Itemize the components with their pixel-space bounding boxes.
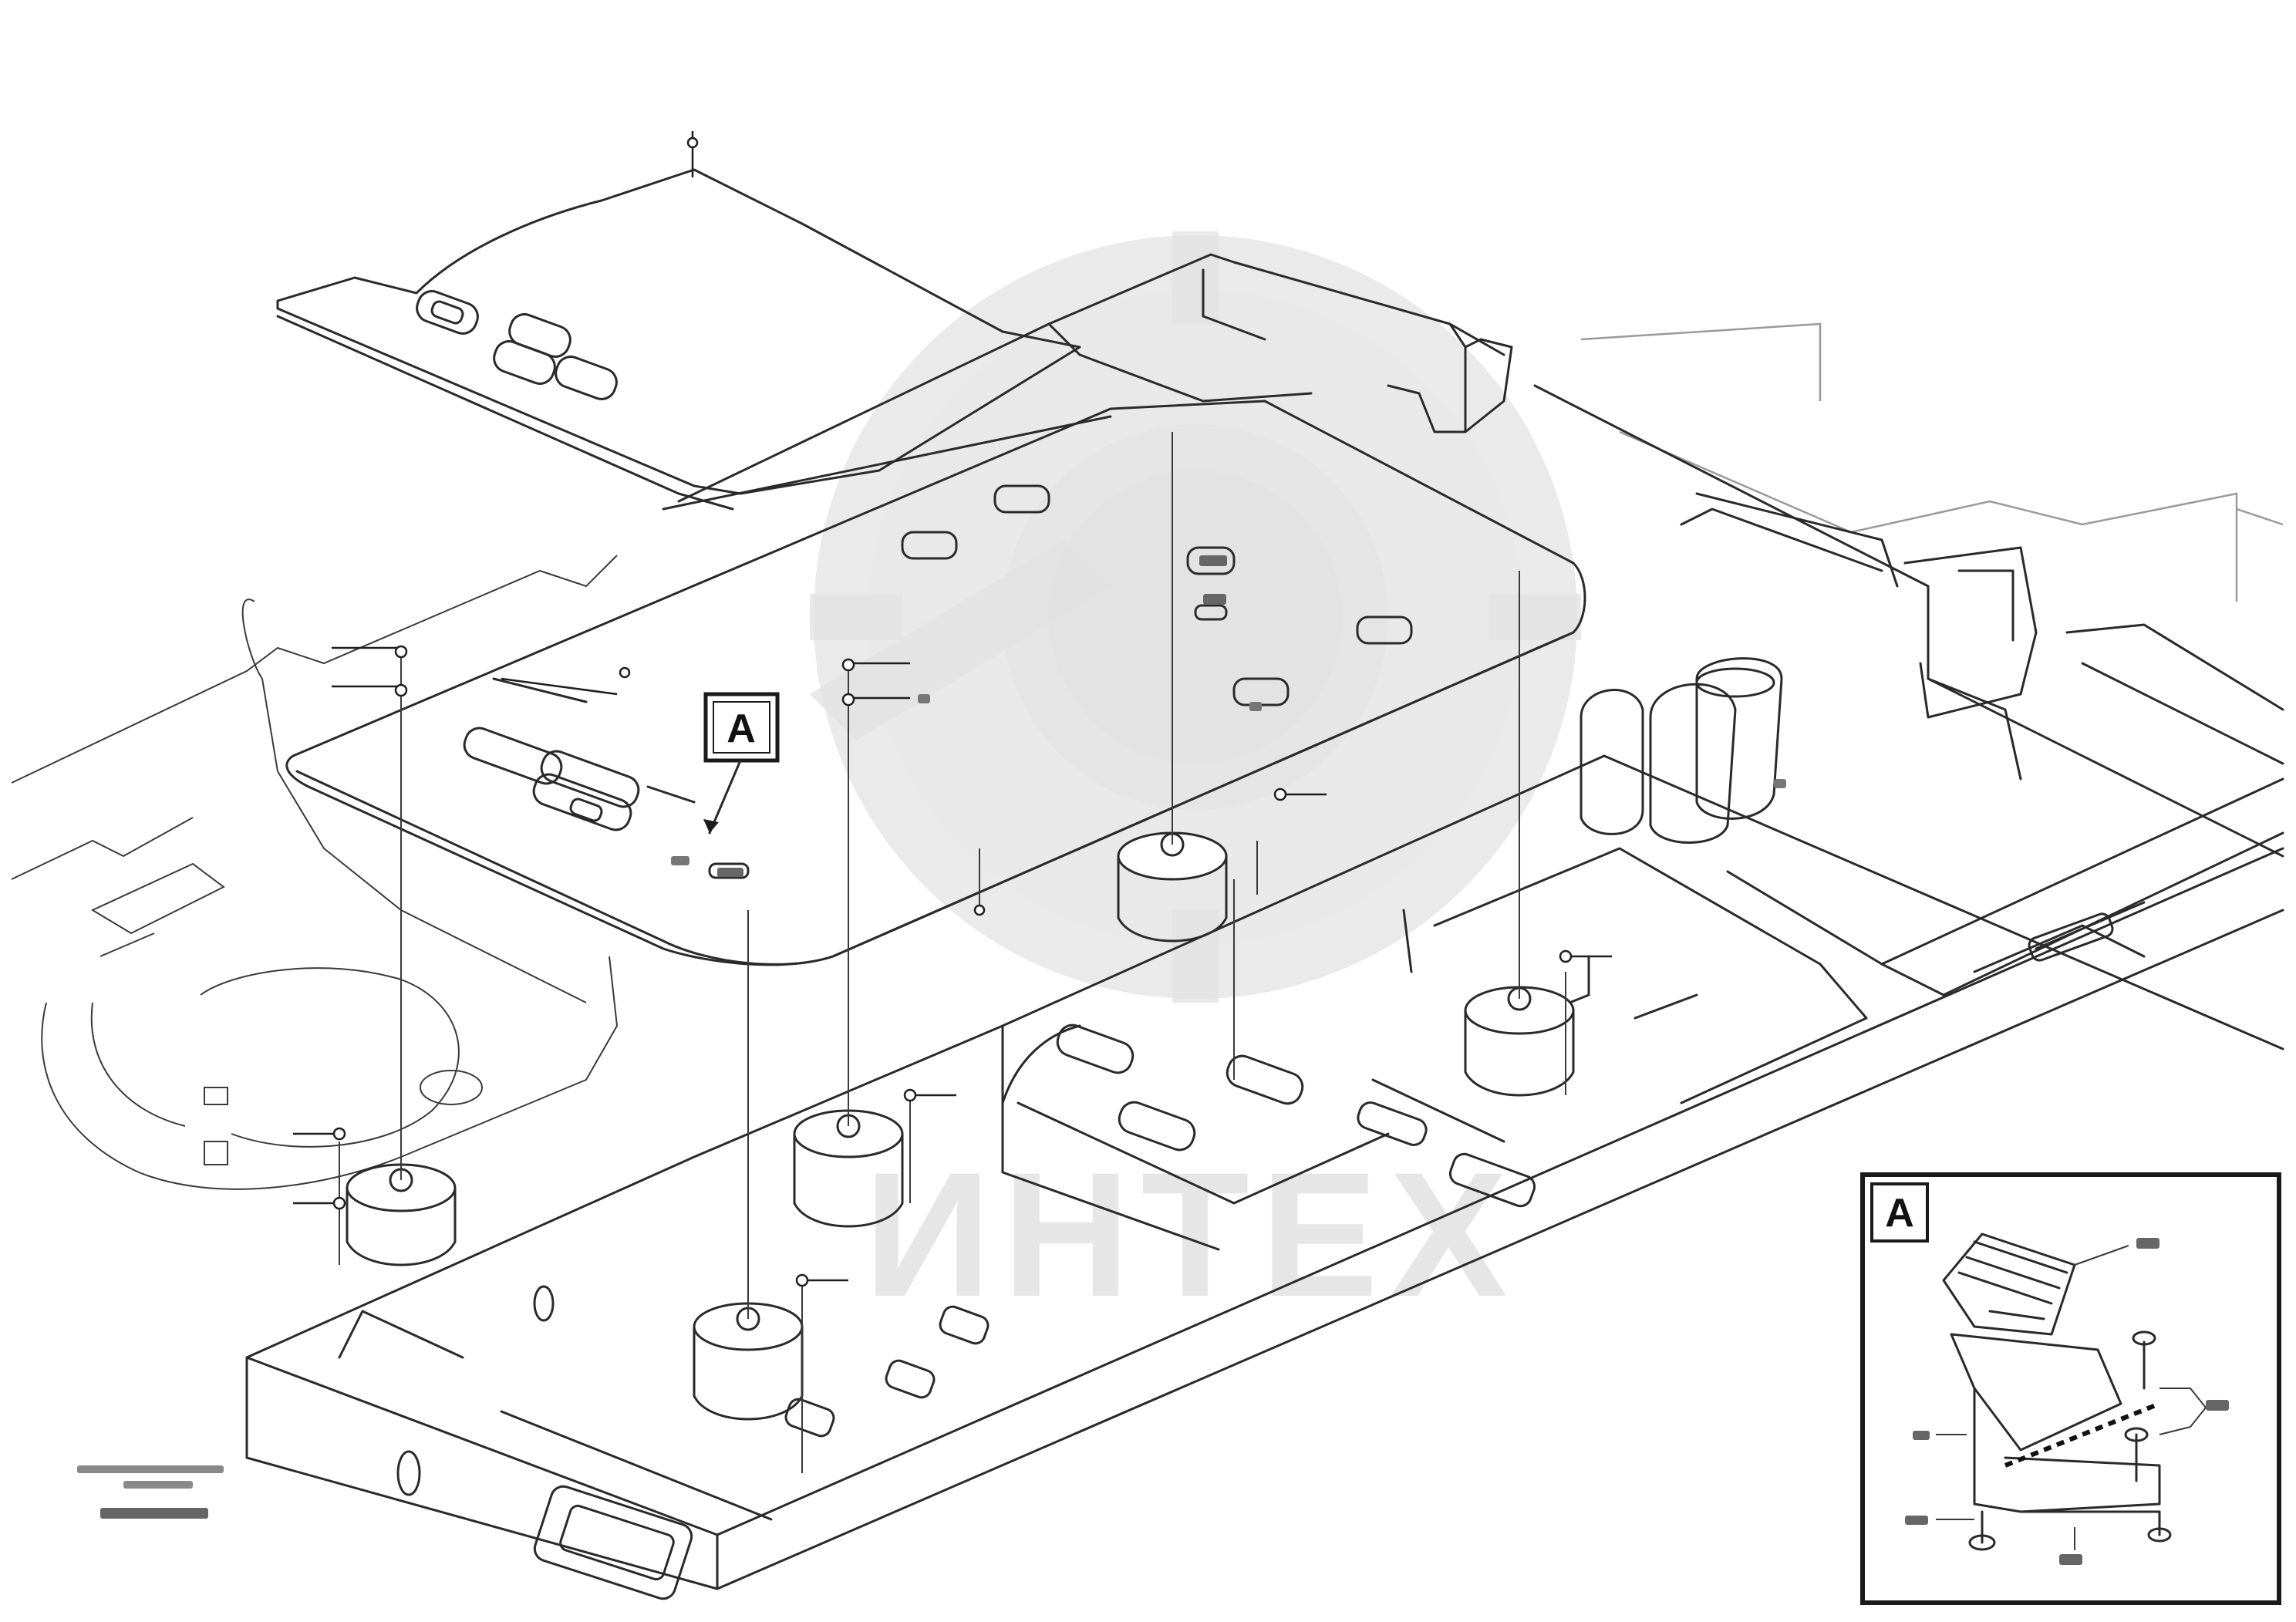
drawing-reference-block bbox=[77, 1465, 224, 1519]
damper-mount-5 bbox=[1464, 986, 1575, 1097]
damper-mount-4 bbox=[1117, 831, 1228, 943]
callout-marks bbox=[671, 555, 1786, 877]
machine-body-right bbox=[1533, 322, 2284, 996]
damper-mount-1 bbox=[346, 1163, 457, 1266]
detail-view-a: A bbox=[1860, 1172, 2281, 1605]
detail-marker-label: A bbox=[727, 706, 756, 751]
watermark-text: ИНТЕХ bbox=[864, 1135, 1519, 1334]
assembly-lines bbox=[339, 432, 1566, 1473]
damper-mount-3 bbox=[693, 1302, 804, 1421]
detail-view-label: A bbox=[1885, 1191, 1914, 1236]
fastener-bolts bbox=[293, 645, 1612, 1287]
machine-body-left bbox=[11, 555, 619, 1190]
lower-base-frame bbox=[245, 754, 2284, 1600]
rear-frame-rail bbox=[677, 253, 1513, 503]
detail-marker-a: A bbox=[703, 692, 780, 835]
top-cover-plate bbox=[276, 131, 1081, 511]
